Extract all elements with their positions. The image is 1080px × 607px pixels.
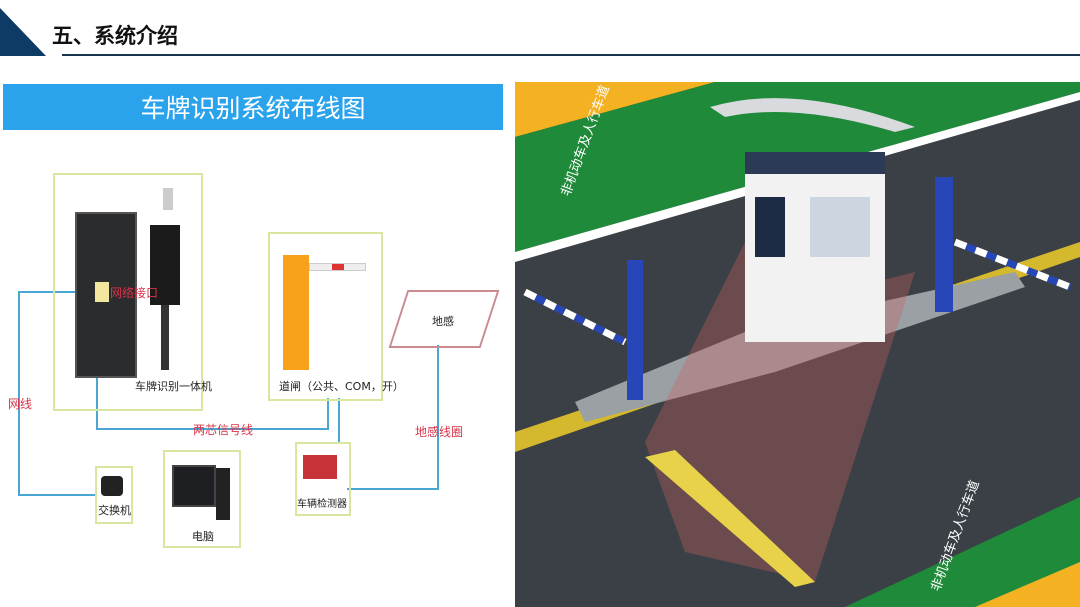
- parking-entrance-illustration: 非机动车及人行车道 非机动车及人行车道: [515, 82, 1080, 607]
- header-accent: [0, 8, 46, 56]
- camera-image: [163, 188, 173, 210]
- signal-wire-label: 两芯信号线: [193, 423, 254, 437]
- barrier-gate-image: [283, 255, 309, 370]
- switch-box: [95, 466, 133, 524]
- monitor-image: [172, 465, 216, 507]
- barrier-label: 道闸（公共、COM，开）: [279, 380, 404, 393]
- lpr-unit-box: [53, 173, 203, 411]
- network-port-label: 网络接口: [110, 286, 159, 300]
- detector-image: [303, 455, 337, 479]
- display-screen-image: [150, 225, 180, 305]
- pc-tower-image: [216, 468, 230, 520]
- section-title: 五、系统介绍: [52, 24, 178, 48]
- switch-label: 交换机: [98, 504, 131, 517]
- barrier-box: [268, 232, 383, 401]
- loop-label: 地感: [432, 315, 454, 328]
- detector-label: 车辆检测器: [297, 499, 347, 510]
- display-pole: [161, 305, 169, 370]
- header-divider: [62, 54, 1080, 56]
- detector-box: [295, 442, 351, 516]
- control-cabinet-image: [75, 212, 137, 378]
- switch-image: [101, 476, 123, 496]
- computer-box: [163, 450, 241, 548]
- lpr-unit-label: 车牌识别一体机: [135, 380, 212, 393]
- diagram-banner: 车牌识别系统布线图: [3, 84, 503, 130]
- computer-label: 电脑: [192, 530, 214, 543]
- loop-coil-label: 地感线圈: [415, 425, 464, 439]
- barrier-arm-image: [309, 263, 366, 271]
- network-cable-label: 网线: [8, 397, 33, 411]
